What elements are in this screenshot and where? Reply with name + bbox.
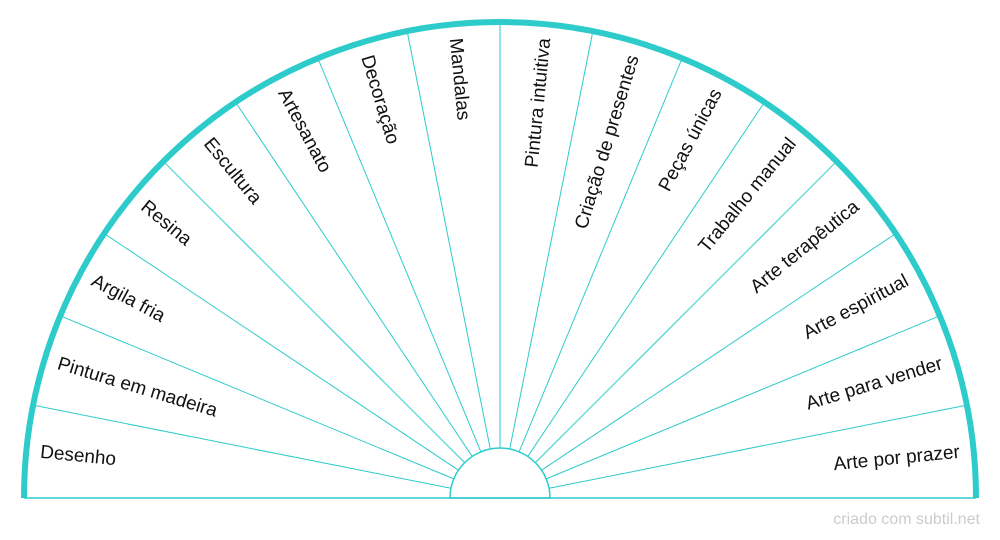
sector-divider [548, 404, 967, 489]
sector-label: Argila fria [88, 271, 169, 328]
chart-spokes [33, 22, 967, 489]
sector-divider [33, 404, 452, 489]
sector-label: Pintura intuitiva [522, 37, 556, 169]
sector-label: Criação de presentes [571, 53, 644, 232]
sector-divider [317, 58, 482, 453]
sector-label: Arte por prazer [833, 442, 962, 475]
sector-divider [518, 58, 683, 453]
sector-label: Arte terapêutica [746, 196, 863, 298]
sector-divider [541, 233, 897, 471]
sector-label: Resina [137, 196, 196, 250]
sector-label: Decoração [356, 53, 403, 147]
sector-divider [509, 31, 594, 450]
sector-divider [103, 233, 459, 471]
sector-divider [535, 161, 837, 463]
outer-arc [21, 19, 979, 499]
sector-divider [163, 161, 465, 463]
sector-divider [60, 315, 455, 480]
sector-label: Desenho [39, 442, 117, 470]
sector-label: Trabalho manual [695, 134, 801, 257]
footer-credit: criado com subtil.net [833, 511, 980, 528]
sector-label: Peças únicas [655, 85, 727, 195]
sector-divider [545, 315, 940, 480]
inner-arc [449, 447, 551, 499]
sector-label: Escultura [199, 134, 266, 209]
sector-label: Artesanato [273, 85, 335, 176]
sector-divider [406, 31, 491, 450]
sector-divider [235, 101, 473, 457]
sector-label: Arte espiritual [800, 271, 912, 344]
sector-label: Mandalas [445, 37, 474, 121]
sector-label: Arte para vender [803, 353, 945, 414]
sector-label: Pintura em madeira [55, 353, 220, 421]
sector-divider [527, 101, 765, 457]
